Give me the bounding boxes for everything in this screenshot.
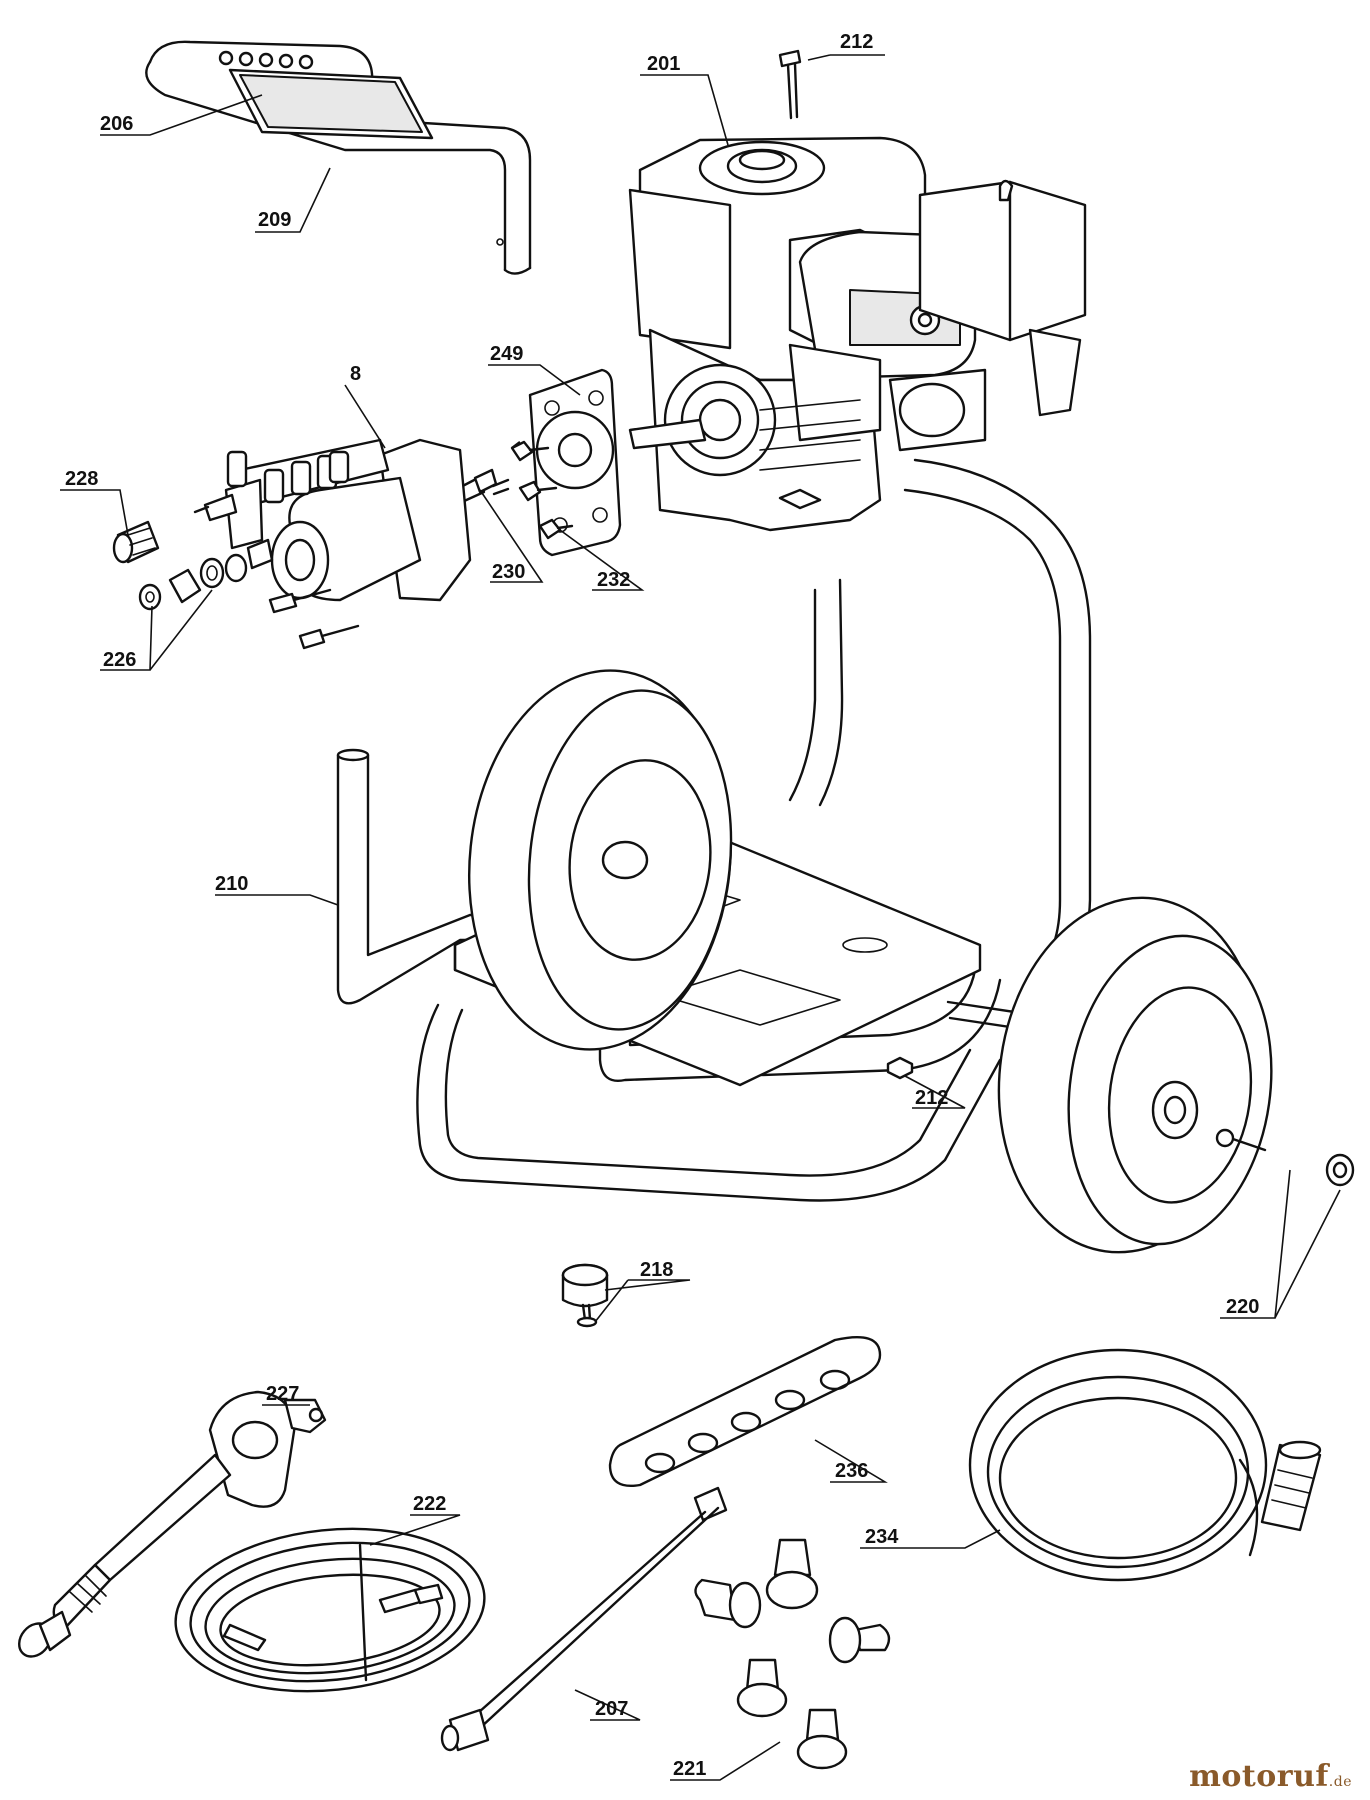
callout-206: 206 xyxy=(100,113,133,135)
hose-222-part xyxy=(174,1527,486,1693)
right-wheel-part xyxy=(946,896,1355,1254)
callout-218: 218 xyxy=(640,1259,673,1281)
callout-212-top: 212 xyxy=(840,31,873,53)
callout-210: 210 xyxy=(215,873,248,895)
bolts-232-part xyxy=(491,440,574,540)
callout-221: 221 xyxy=(673,1758,706,1780)
fittings-226-part xyxy=(138,553,248,611)
left-wheel-part xyxy=(467,669,733,1051)
callout-234: 234 xyxy=(865,1526,899,1548)
callout-230: 230 xyxy=(492,561,525,583)
bolt-212-top-part xyxy=(778,49,802,120)
spray-gun-part xyxy=(18,1390,327,1658)
callout-209: 209 xyxy=(258,209,291,231)
callout-249: 249 xyxy=(490,343,523,365)
watermark-tld: .de xyxy=(1328,1774,1352,1790)
nut-212-mid-part xyxy=(886,1056,914,1080)
callout-226: 226 xyxy=(103,649,136,671)
callout-207: 207 xyxy=(595,1698,628,1720)
engine-part xyxy=(628,136,1087,532)
upper-handle-part xyxy=(145,40,532,275)
nozzle-holder-part xyxy=(608,1335,882,1487)
callout-228: 228 xyxy=(65,468,98,490)
wand-207-part xyxy=(440,1486,728,1752)
callout-8: 8 xyxy=(350,363,361,385)
callout-222: 222 xyxy=(413,1493,446,1515)
callout-labels: 212 201 206 209 249 8 228 230 232 226 21… xyxy=(65,31,1259,1780)
callout-212-mid: 212 xyxy=(915,1087,948,1109)
watermark-logo: motoruf.de xyxy=(1189,1759,1352,1794)
callout-232: 232 xyxy=(597,569,630,591)
callout-227: 227 xyxy=(266,1383,299,1405)
leader-lines xyxy=(60,54,1341,1781)
foot-218-part xyxy=(561,1263,609,1328)
callout-220: 220 xyxy=(1226,1296,1259,1318)
pump-part xyxy=(193,438,472,650)
watermark-name: motoruf xyxy=(1189,1759,1329,1794)
hose-234-part xyxy=(968,1348,1322,1582)
nozzle-tips-221-part xyxy=(694,1538,891,1770)
callout-236: 236 xyxy=(835,1460,868,1482)
callout-201: 201 xyxy=(647,53,680,75)
adapter-plate-part xyxy=(528,368,622,557)
coupler-228-part xyxy=(112,520,160,564)
